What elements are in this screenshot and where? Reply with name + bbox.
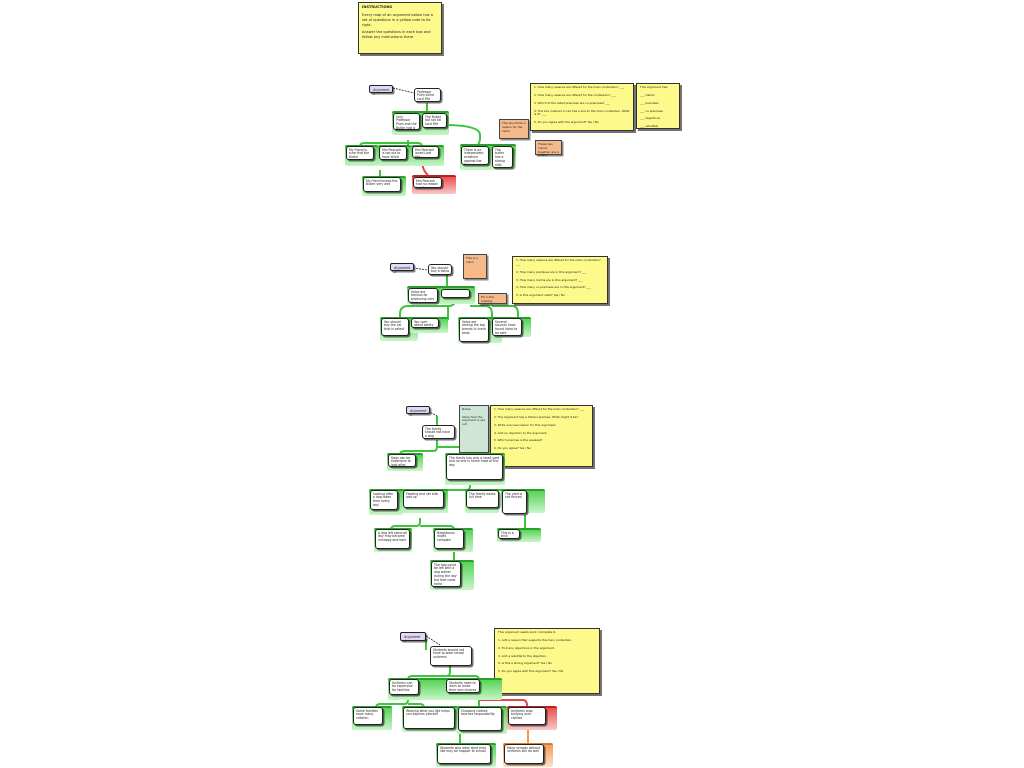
argument-4-reason-1[interactable]: Uniforms can be expensive for families	[389, 679, 419, 695]
argument-3-label[interactable]: Argument 3	[406, 406, 430, 417]
argument-3-teal-note: Notes: Show how the argument is set out	[459, 405, 489, 453]
argument-1-reason-4[interactable]: There is no independent evidence against…	[461, 146, 489, 165]
argument-4-objection[interactable]: Uniforms stop bullying over clothes	[508, 707, 546, 725]
argument-1-coreason-b[interactable]: The Butler did not kill Lord Fife	[422, 113, 447, 128]
argument-4-rebuttal[interactable]: Many schools without uniforms still do w…	[504, 744, 544, 764]
argument-4-sub-1[interactable]: Some families have many children	[353, 707, 383, 725]
instructions-para1: Every map of an argument below has a set…	[362, 12, 433, 27]
argument-1-reason-1[interactable]: My friend is sure that the Butler wouldn…	[346, 146, 374, 160]
argument-2-label[interactable]: Argument 2	[390, 263, 414, 274]
argument-4-label[interactable]: Argument 4	[400, 632, 426, 643]
argument-1-reason-3[interactable]: Mrs Peacock loved Lord Fife	[412, 146, 439, 158]
instructions-heading: INSTRUCTIONS	[362, 5, 393, 9]
argument-2-reason-1[interactable]: You should buy the car that is safest	[381, 318, 409, 336]
argument-3-reason-2[interactable]: The family has only a small yard and no …	[446, 454, 503, 480]
argument-4-main-contention[interactable]: Students should not have to wear school …	[430, 646, 472, 666]
argument-1-subreason[interactable]: My friend knows the Butler very well	[363, 177, 401, 192]
argument-1-orange-note-1: This should be a reason for the claim	[499, 119, 529, 139]
argument-3-sub-2[interactable]: Feeding and vet bills add up	[403, 490, 444, 508]
argument-4-questions-note: This argument needs work. Complete it. 1…	[494, 628, 600, 694]
argument-3-main-contention[interactable]: The family should not have a dog	[422, 425, 455, 439]
argument-2-reason-2[interactable]: You care about safety	[411, 318, 439, 328]
argument-1-reason-2[interactable]: Mrs Peacock is too old to have killed hi…	[379, 146, 407, 160]
argument-4-sub-3[interactable]: Choosing clothes teaches responsibility	[458, 707, 502, 731]
argument-3-sub-sub-1[interactable]: A dog left alone all day may become unha…	[375, 529, 410, 549]
argument-4-sub-2[interactable]: Wearing what you like helps you express …	[403, 707, 455, 729]
argument-1-questions-note: 1. How many reasons are offered for the …	[530, 83, 634, 131]
argument-2-orange-fill-in: Fill in the missing premise	[478, 293, 507, 306]
argument-1-coreason-a[interactable]: Only Professor Plum and the Butler had a…	[393, 113, 420, 130]
argument-4-sub-sub-1[interactable]: Students who wear what they like may be …	[437, 744, 491, 764]
argument-1-label[interactable]: Argument 1	[369, 85, 393, 96]
argument-3-sub-3[interactable]: The family works full time	[466, 490, 499, 508]
argument-3-sub-1[interactable]: Looking after a dog takes time every day	[370, 490, 398, 510]
argument-2-reason-3[interactable]: Volvo are among the top brands in crash …	[459, 318, 489, 342]
argument-1-objection[interactable]: Mrs Peacock had no reason to kill	[413, 177, 442, 188]
argument-2-orange-claim: This is a claim	[463, 254, 487, 279]
argument-3-sub-sub-3[interactable]: This is a trick	[498, 529, 520, 539]
instructions-para2: Answer the questions in each box and fol…	[362, 30, 431, 40]
argument-1-main-contention[interactable]: Professor Plum killed Lord Fife	[414, 88, 441, 102]
argument-3-sub-sub-2[interactable]: Neighbours might complain	[434, 529, 464, 549]
argument-3-reason-1[interactable]: Dogs can be expensive to look after	[388, 454, 416, 467]
argument-3-questions-note: 1. How many reasons are offered for the …	[490, 405, 593, 467]
argument-1-reason-5[interactable]: The butler has a strong alibi	[492, 146, 513, 168]
argument-3-sub-4[interactable]: The yard is not fenced	[502, 490, 527, 514]
argument-2-questions-note: 1. How many reasons are offered for the …	[512, 256, 608, 304]
argument-1-orange-note-2: These two claims together are a reason	[535, 140, 562, 157]
argument-2-reason-a[interactable]: Volvo are famous for producing cars that…	[408, 288, 438, 303]
argument-2-reason-4[interactable]: Several sources have found Volvo to be s…	[492, 318, 522, 336]
argument-4-reason-2[interactable]: Students need to learn to make their own…	[446, 679, 480, 693]
argument-1-side-note: This argument has: ___ claims ___ premis…	[636, 83, 680, 129]
argument-3-deep-reason[interactable]: The dog could be left with a dog walker …	[431, 561, 461, 587]
argument-2-main-contention[interactable]: You should buy a Volvo	[428, 264, 452, 275]
argument-2-missing-premise[interactable]	[441, 289, 470, 298]
instructions-note: INSTRUCTIONS Every map of an argument be…	[358, 2, 442, 54]
